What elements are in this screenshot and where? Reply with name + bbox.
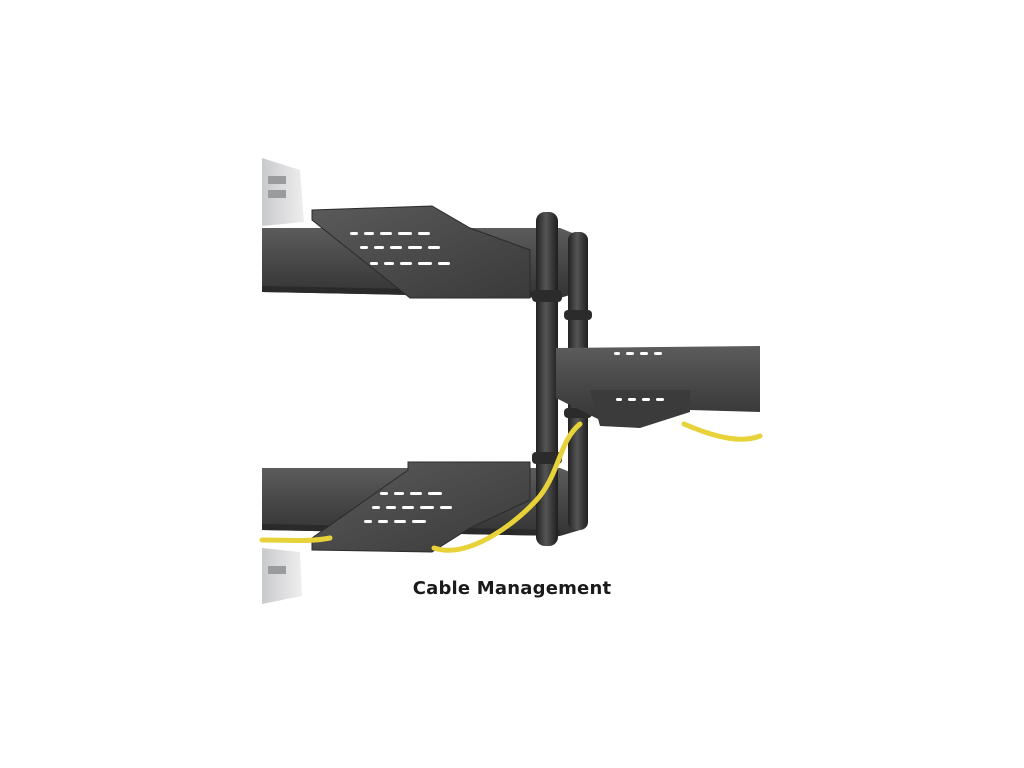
upper-arm <box>262 205 580 299</box>
yellow-cable <box>259 421 763 553</box>
caption: Cable Management <box>412 578 612 599</box>
left-bracket-top <box>262 158 304 226</box>
right-arm <box>556 346 760 428</box>
left-bracket-bottom <box>262 548 302 604</box>
lower-arm <box>262 461 580 553</box>
